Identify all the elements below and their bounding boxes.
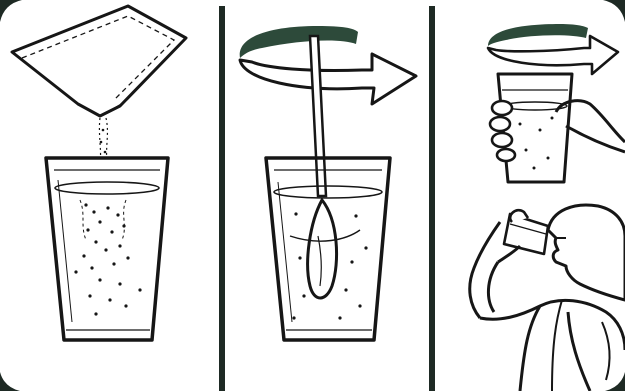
hand-holding-glass-icon xyxy=(490,74,625,182)
divider-left xyxy=(219,6,225,391)
panel-2 xyxy=(240,26,416,340)
divider-right xyxy=(429,6,435,391)
panel-1 xyxy=(12,6,186,340)
glass-of-water-icon xyxy=(46,158,168,340)
swirl-arrow-icon xyxy=(488,24,618,74)
panel-3 xyxy=(470,24,625,391)
stir-arrow-icon xyxy=(240,26,416,104)
sachet-icon xyxy=(12,6,186,116)
person-drinking-icon xyxy=(470,205,625,391)
